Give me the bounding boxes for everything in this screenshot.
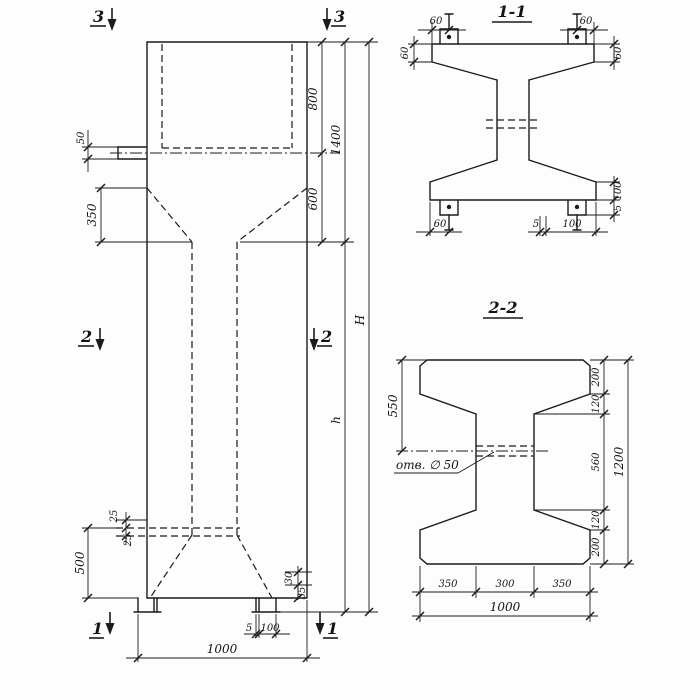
section-2-2-title: 2-2 bbox=[488, 298, 518, 317]
dim-550: 550 bbox=[386, 394, 400, 417]
dim-60-tl-h: 60 bbox=[430, 16, 443, 27]
dim-25b: 25 bbox=[123, 534, 134, 548]
dim-h: h bbox=[329, 416, 343, 424]
elevation-view: 3 3 2 2 1 1 bbox=[73, 7, 378, 663]
dim-25a: 25 bbox=[109, 510, 120, 524]
hidden-lines bbox=[116, 44, 308, 599]
dim-35: 35 bbox=[297, 587, 308, 600]
dim-300: 300 bbox=[495, 579, 515, 590]
dim-100-br: 100 bbox=[562, 219, 582, 230]
dim-1400: 1400 bbox=[329, 124, 343, 155]
section-1-1-hidden bbox=[486, 119, 540, 129]
column-outline bbox=[117, 41, 308, 613]
dim-350: 350 bbox=[85, 203, 99, 226]
elevation-dimensions: 800 600 1400 h H 50 350 500 bbox=[73, 37, 378, 663]
dim-120-bottom: 120 bbox=[591, 510, 602, 530]
marker-2-right: 2 bbox=[320, 327, 332, 346]
dim-5: 5 bbox=[246, 623, 252, 634]
hole-label: отв. ∅ 50 bbox=[396, 458, 459, 472]
dim-1200: 1200 bbox=[612, 446, 626, 477]
section-markers: 3 3 2 2 1 1 bbox=[78, 7, 346, 639]
section-1-1-dimensions: 60 60 60 60 60 5 100 bbox=[400, 16, 624, 237]
section-1-1-title: 1-1 bbox=[498, 2, 527, 21]
dim-200-bottom: 200 bbox=[591, 537, 602, 558]
dim-60-tr-v: 60 bbox=[613, 46, 624, 59]
dim-1000-section: 1000 bbox=[490, 600, 521, 614]
dim-1000: 1000 bbox=[207, 642, 238, 656]
dim-50: 50 bbox=[76, 131, 87, 144]
marker-3-right: 3 bbox=[334, 7, 345, 26]
marker-3-left: 3 bbox=[93, 7, 104, 26]
dim-120-top: 120 bbox=[591, 394, 602, 414]
dim-800: 800 bbox=[306, 87, 320, 110]
dim-200-top: 200 bbox=[591, 367, 602, 388]
section-2-2-dimensions: 550 200 120 560 120 200 1200 bbox=[386, 355, 634, 622]
hole-leader-line bbox=[457, 451, 495, 474]
marker-2-left: 2 bbox=[80, 327, 92, 346]
dim-350-right: 350 bbox=[552, 579, 572, 590]
anchor-dot bbox=[446, 204, 452, 210]
dim-30: 30 bbox=[284, 571, 295, 584]
dim-60-bl: 60 bbox=[434, 219, 447, 230]
dim-560: 560 bbox=[591, 452, 602, 472]
marker-1-right: 1 bbox=[327, 619, 338, 638]
section-2-2: 2-2 отв. ∅ 50 550 bbox=[386, 298, 634, 622]
dim-350-left: 350 bbox=[438, 579, 458, 590]
anchor-dot bbox=[446, 34, 452, 40]
dim-60-tr-h: 60 bbox=[580, 16, 593, 27]
section-2-2-outline bbox=[419, 359, 591, 565]
dim-100-r: 100 bbox=[613, 181, 624, 201]
dim-5-r: 5 bbox=[613, 205, 624, 211]
section-1-1-outline bbox=[429, 13, 597, 231]
dim-60-tl-v: 60 bbox=[400, 46, 411, 59]
dim-500: 500 bbox=[73, 551, 87, 574]
hole-hidden-lines bbox=[476, 445, 534, 457]
anchor-dot bbox=[574, 34, 580, 40]
section-1-1: 1-1 bbox=[400, 2, 624, 237]
dim-600: 600 bbox=[306, 187, 320, 210]
anchor-dot bbox=[574, 204, 580, 210]
dim-H: H bbox=[353, 314, 367, 326]
dim-100: 100 bbox=[260, 623, 280, 634]
dim-5-br: 5 bbox=[533, 219, 539, 230]
marker-1-left: 1 bbox=[92, 619, 103, 638]
